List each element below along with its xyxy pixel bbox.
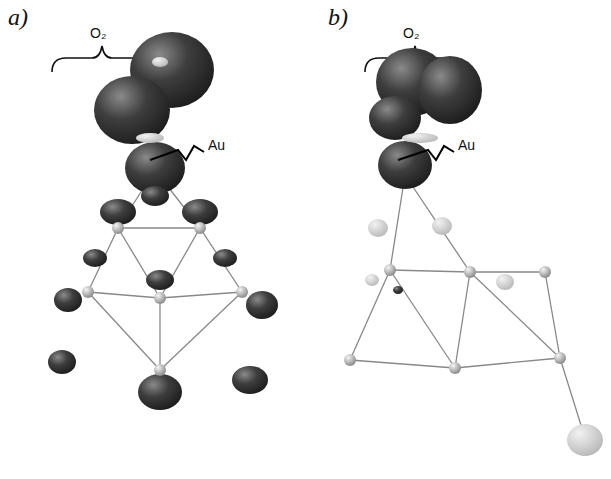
cluster-bonds	[88, 170, 242, 370]
density-lobes	[48, 32, 278, 410]
molecule-label: O₂	[90, 26, 106, 41]
atom-label: Au	[208, 138, 225, 153]
density-lobes-light	[365, 133, 603, 456]
panel-a-art	[48, 32, 278, 410]
cluster-bonds	[350, 175, 585, 438]
density-lobes-light	[136, 57, 168, 143]
atoms	[344, 264, 566, 374]
atom-label: Au	[458, 138, 475, 153]
leader-line	[398, 146, 454, 160]
panel-b-art	[344, 46, 603, 456]
leader-line	[150, 146, 204, 160]
panel-letter: a)	[8, 4, 28, 30]
atoms	[82, 222, 248, 376]
density-lobes	[369, 48, 482, 294]
molecule-label: O₂	[403, 26, 419, 41]
panel-letter: b)	[328, 4, 348, 30]
